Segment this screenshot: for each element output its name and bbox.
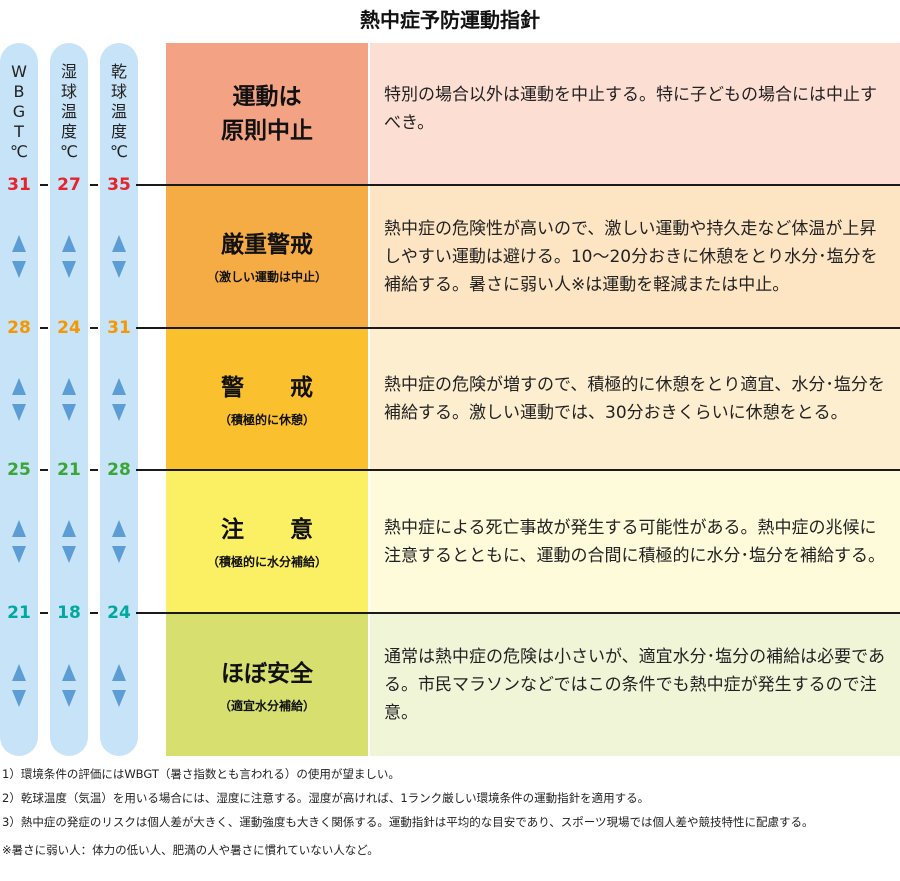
threshold-wet-bulb: 24 <box>57 318 81 338</box>
arrow-down-icon <box>112 690 126 707</box>
header-char: 球 <box>110 82 127 101</box>
header-char: W <box>11 62 27 81</box>
arrow-up-icon <box>12 664 26 681</box>
footnote: 1）環境条件の評価にはWBGT（暑さ指数とも言われる）の使用が望ましい。 <box>2 767 400 781</box>
threshold-dry-bulb: 28 <box>107 460 131 480</box>
dash <box>40 469 48 471</box>
level-desc-safe: 通常は熱中症の危険は小さいが、適宜水分･塩分の補給は必要である。市民マラソンなど… <box>370 614 900 756</box>
header-char: 湿 <box>60 62 77 81</box>
threshold-dry-bulb: 31 <box>107 318 131 338</box>
level-description: 通常は熱中症の危険は小さいが、適宜水分･塩分の補給は必要である。市民マラソンなど… <box>384 647 885 723</box>
level-divider <box>136 327 900 329</box>
level-label-caution: 注 意 （積極的に水分補給） <box>166 471 368 612</box>
arrow-down-icon <box>62 404 76 421</box>
threshold-dry-bulb: 24 <box>107 603 131 623</box>
wbgt-scale-bar <box>0 43 38 756</box>
header-char: B <box>13 82 25 101</box>
arrow-up-icon <box>112 378 126 395</box>
level-desc-stop: 特別の場合以外は運動を中止する。特に子どもの場合には中止すべき。 <box>370 43 900 184</box>
dash <box>40 184 48 186</box>
arrow-up-icon <box>62 520 76 537</box>
level-desc-warning: 熱中症の危険が増すので、積極的に休憩をとり適宜、水分･塩分を補給する。激しい運動… <box>370 329 900 469</box>
level-name: 運動は <box>232 83 302 110</box>
header-char: G <box>12 102 26 121</box>
level-name: 厳重警戒 <box>221 232 313 258</box>
wet-bulb-column-header: 湿 球 温 度 ℃ <box>50 62 88 162</box>
dry-bulb-scale-bar <box>100 43 138 756</box>
arrow-up-icon <box>112 664 126 681</box>
dash <box>90 469 98 471</box>
header-char: 温 <box>60 102 77 121</box>
header-char: ℃ <box>60 142 78 161</box>
header-char: ℃ <box>110 142 128 161</box>
level-subtitle: （積極的に休憩） <box>218 412 315 427</box>
arrow-up-icon <box>112 235 126 252</box>
header-char: 度 <box>60 122 77 141</box>
arrow-down-icon <box>62 690 76 707</box>
dash <box>90 184 98 186</box>
arrow-down-icon <box>62 546 76 563</box>
level-subtitle: （積極的に水分補給） <box>206 555 327 569</box>
header-char: ℃ <box>10 142 28 161</box>
level-divider <box>136 469 900 471</box>
threshold-wbgt: 21 <box>7 603 31 623</box>
level-description: 熱中症による死亡事故が発生する可能性がある。熱中症の兆候に注意するとともに、運動… <box>384 517 885 566</box>
level-label-stop: 運動は 原則中止 <box>166 43 368 184</box>
header-char: 温 <box>110 102 127 121</box>
arrow-up-icon <box>12 520 26 537</box>
arrow-up-icon <box>62 664 76 681</box>
level-description: 熱中症の危険性が高いので、激しい運動や持久走など体温が上昇しやすい運動は避ける。… <box>384 218 878 295</box>
level-subtitle: （適宜水分補給） <box>218 698 315 713</box>
level-divider <box>136 612 900 614</box>
footnote: 2）乾球温度（気温）を用いる場合には、湿度に注意する。湿度が高ければ、1ランク厳… <box>2 791 650 805</box>
arrow-up-icon <box>12 235 26 252</box>
level-name: 警 戒 <box>221 374 313 401</box>
level-description: 特別の場合以外は運動を中止する。特に子どもの場合には中止すべき。 <box>384 85 877 133</box>
level-desc-severe: 熱中症の危険性が高いので、激しい運動や持久走など体温が上昇しやすい運動は避ける。… <box>370 186 900 327</box>
header-char: 球 <box>60 82 77 101</box>
level-name: 原則中止 <box>221 117 313 144</box>
arrow-up-icon <box>62 235 76 252</box>
level-subtitle: （激しい運動は中止） <box>206 270 327 284</box>
header-char: 度 <box>110 122 127 141</box>
footnote: ※暑さに弱い人：体力の低い人、肥満の人や暑さに慣れていない人など。 <box>2 843 379 857</box>
dash <box>90 612 98 614</box>
threshold-wbgt: 25 <box>7 460 31 480</box>
arrow-down-icon <box>112 261 126 278</box>
arrow-down-icon <box>12 546 26 563</box>
threshold-wet-bulb: 27 <box>57 175 81 195</box>
dash <box>40 327 48 329</box>
dash <box>40 612 48 614</box>
header-char: T <box>14 122 24 141</box>
level-divider <box>136 184 900 186</box>
level-desc-caution: 熱中症による死亡事故が発生する可能性がある。熱中症の兆候に注意するとともに、運動… <box>370 471 900 612</box>
arrow-up-icon <box>12 378 26 395</box>
wet-bulb-scale-bar <box>50 43 88 756</box>
level-label-safe: ほぼ安全 （適宜水分補給） <box>166 614 368 756</box>
arrow-up-icon <box>112 520 126 537</box>
dry-bulb-column-header: 乾 球 温 度 ℃ <box>100 62 138 162</box>
threshold-wbgt: 31 <box>7 175 31 195</box>
arrow-down-icon <box>12 404 26 421</box>
threshold-wbgt: 28 <box>7 318 31 338</box>
level-name: 注 意 <box>221 517 313 543</box>
arrow-down-icon <box>12 690 26 707</box>
arrow-down-icon <box>112 404 126 421</box>
header-char: 乾 <box>110 62 127 81</box>
page-title: 熱中症予防運動指針 <box>360 8 540 32</box>
arrow-up-icon <box>62 378 76 395</box>
threshold-wet-bulb: 18 <box>57 603 81 623</box>
threshold-dry-bulb: 35 <box>107 175 131 195</box>
threshold-wet-bulb: 21 <box>57 460 81 480</box>
arrow-down-icon <box>12 261 26 278</box>
arrow-down-icon <box>62 261 76 278</box>
dash <box>90 327 98 329</box>
arrow-down-icon <box>112 546 126 563</box>
level-label-warning: 警 戒 （積極的に休憩） <box>166 329 368 469</box>
footnote: 3）熱中症の発症のリスクは個人差が大きく、運動強度も大きく関係する。運動指針は平… <box>2 815 814 829</box>
level-description: 熱中症の危険が増すので、積極的に休憩をとり適宜、水分･塩分を補給する。激しい運動… <box>384 375 885 423</box>
level-name: ほぼ安全 <box>221 660 313 687</box>
wbgt-column-header: W B G T ℃ <box>0 62 38 162</box>
level-label-severe: 厳重警戒 （激しい運動は中止） <box>166 186 368 327</box>
